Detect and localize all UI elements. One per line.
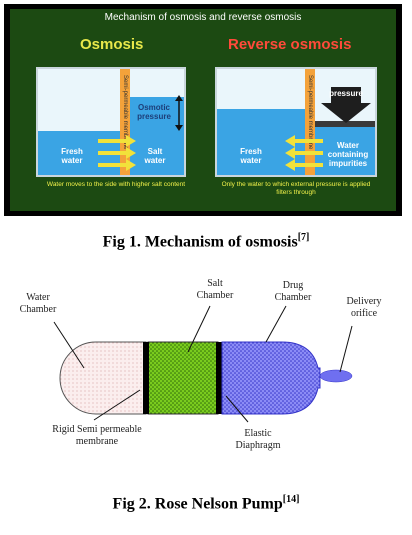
ro-membrane-label: Semi-permeable membrane — [307, 75, 313, 150]
osmotic-pressure-label: Osmotic pressure — [137, 103, 171, 121]
figure2-caption-text: Fig 2. Rose Nelson Pump — [112, 495, 283, 513]
water-chamber-label: Water Chamber — [19, 292, 57, 315]
salt-chamber-label: Salt Chamber — [196, 278, 234, 301]
figure1-caption: Fig 1. Mechanism of osmosis[7] — [0, 232, 412, 251]
reverse-osmosis-tank: Semi-permeable membrane pressure Fresh w… — [215, 67, 377, 177]
figure-banner-title: Mechanism of osmosis and reverse osmosis — [104, 12, 302, 23]
semi-permeable-membrane — [120, 69, 130, 175]
figure2-caption: Fig 2. Rose Nelson Pump[14] — [0, 494, 412, 513]
ro-flow-arrows-icon — [285, 135, 323, 171]
delivery-orifice-pointer — [339, 325, 353, 373]
water-chamber — [59, 341, 147, 415]
pressure-arrow-icon — [175, 95, 183, 131]
drug-chamber — [221, 341, 321, 415]
rigid-membrane — [143, 342, 149, 414]
osmosis-figure: Mechanism of osmosis and reverse osmosis… — [4, 4, 402, 216]
pressure-down-arrow-icon — [321, 87, 371, 123]
osmosis-caption: Water moves to the side with higher salt… — [46, 181, 186, 188]
diaphragm-pointer — [225, 395, 249, 423]
salt-chamber-pointer — [187, 305, 211, 353]
delivery-orifice — [319, 369, 353, 383]
osmosis-title: Osmosis — [80, 36, 144, 53]
reverse-osmosis-title: Reverse osmosis — [228, 36, 352, 53]
membrane-label: Semi-permeable membrane — [122, 75, 128, 150]
drug-chamber-label: Drug Chamber — [274, 280, 312, 303]
elastic-diaphragm — [216, 342, 222, 414]
flow-arrows-icon — [98, 135, 136, 171]
delivery-orifice-label: Delivery orifice — [346, 296, 382, 319]
reverse-osmosis-caption: Only the water to which external pressur… — [221, 181, 371, 196]
piston — [311, 121, 375, 127]
diaphragm-label: Elastic Diaphragm — [235, 428, 281, 451]
osmosis-tank: Semi-permeable membrane Osmotic pressure… — [36, 67, 186, 177]
water-chamber-pointer — [53, 321, 85, 369]
figure2-caption-ref: [14] — [282, 494, 300, 505]
rose-nelson-pump-diagram — [53, 305, 353, 423]
salt-water-region — [122, 97, 184, 175]
figure1-caption-text: Fig 1. Mechanism of osmosis — [102, 233, 298, 251]
impure-water-label: Water containing impurities — [327, 141, 369, 168]
ro-semi-permeable-membrane — [305, 69, 315, 175]
figure1-caption-ref: [7] — [297, 232, 310, 243]
salt-water-label: Salt water — [144, 147, 166, 165]
membrane-label: Rigid Semi permeable membrane — [52, 424, 142, 447]
osmosis-figure-panel: Mechanism of osmosis and reverse osmosis… — [10, 9, 396, 211]
membrane-pointer — [93, 389, 141, 421]
drug-chamber-pointer — [265, 305, 287, 343]
fresh-water-label: Fresh water — [61, 147, 83, 165]
pressure-label: pressure — [329, 89, 363, 98]
salt-chamber — [147, 341, 219, 415]
ro-fresh-water-label: Fresh water — [240, 147, 262, 165]
